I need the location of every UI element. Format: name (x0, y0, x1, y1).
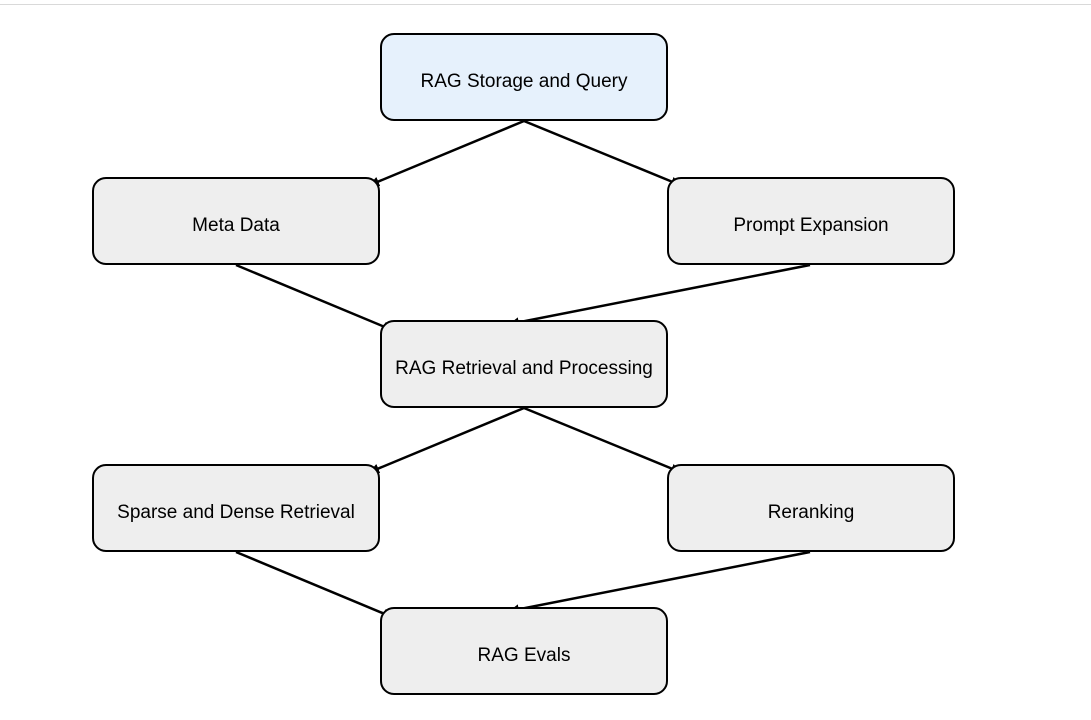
node-rag-evals: RAG Evals (380, 607, 668, 695)
node-label: RAG Evals (477, 644, 571, 666)
node-label: Reranking (767, 501, 855, 523)
node-label: Prompt Expansion (733, 214, 889, 236)
node-rag-retrieval-and-processing: RAG Retrieval and Processing (380, 320, 668, 408)
top-divider (0, 4, 1091, 5)
edge-storage-to-prompt (523, 119, 681, 187)
edge-storage-to-meta (369, 119, 525, 187)
edge-sparse-to-evals (235, 550, 393, 619)
node-rag-storage-and-query: RAG Storage and Query (380, 33, 668, 121)
edge-prompt-to-retrieval (509, 263, 811, 328)
node-prompt-expansion: Prompt Expansion (667, 177, 955, 265)
edge-meta-to-retrieval (235, 263, 393, 332)
node-label: Meta Data (192, 214, 280, 236)
node-sparse-and-dense-retrieval: Sparse and Dense Retrieval (92, 464, 380, 552)
node-reranking: Reranking (667, 464, 955, 552)
edge-retrieval-to-sparse (369, 406, 525, 474)
edge-rerank-to-evals (509, 550, 811, 615)
node-label: RAG Storage and Query (420, 70, 628, 92)
node-meta-data: Meta Data (92, 177, 380, 265)
node-label: Sparse and Dense Retrieval (117, 501, 355, 523)
edge-retrieval-to-rerank (523, 406, 681, 474)
node-label: RAG Retrieval and Processing (395, 357, 653, 379)
